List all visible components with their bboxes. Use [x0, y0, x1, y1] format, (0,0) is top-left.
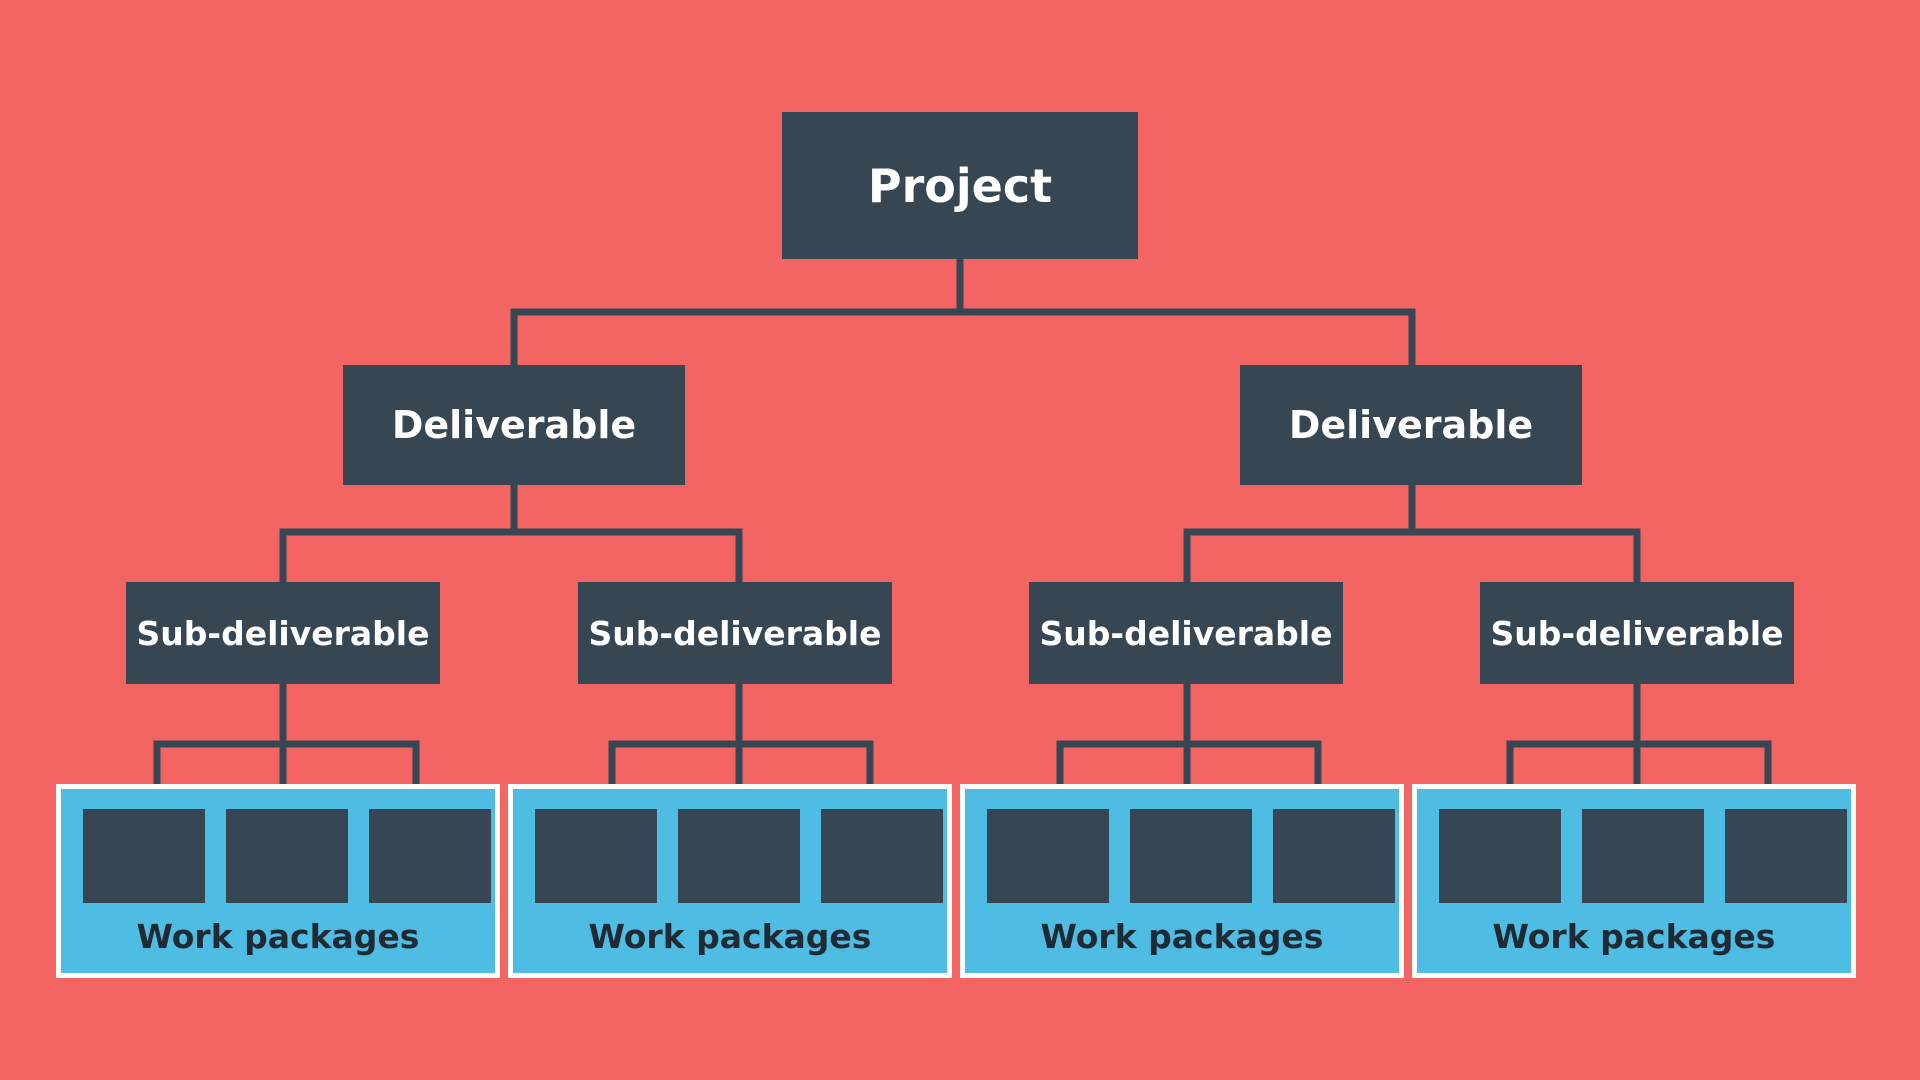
- work-package-box: [1725, 809, 1847, 903]
- work-package-box: [1582, 809, 1704, 903]
- project-label: Project: [867, 158, 1053, 213]
- sub-deliverable-label: Sub-deliverable: [588, 613, 882, 653]
- sub-deliverable-node-4: Sub-deliverable: [1480, 582, 1794, 684]
- work-package-box: [226, 809, 348, 903]
- deliverable-label: Deliverable: [1288, 403, 1534, 447]
- work-package-box: [1439, 809, 1561, 903]
- work-package-group-3: Work packages: [960, 784, 1404, 978]
- work-package-group-2: Work packages: [508, 784, 952, 978]
- sub-deliverable-label: Sub-deliverable: [1490, 613, 1784, 653]
- deliverable-label: Deliverable: [391, 403, 637, 447]
- sub-deliverable-label: Sub-deliverable: [1039, 613, 1333, 653]
- sub-deliverable-label: Sub-deliverable: [136, 613, 430, 653]
- work-packages-label: Work packages: [1040, 917, 1324, 956]
- work-package-box: [987, 809, 1109, 903]
- sub-deliverable-node-2: Sub-deliverable: [578, 582, 892, 684]
- work-package-group-4: Work packages: [1412, 784, 1856, 978]
- work-package-box: [678, 809, 800, 903]
- work-packages-label: Work packages: [588, 917, 872, 956]
- work-package-box: [1273, 809, 1395, 903]
- deliverable-node-2: Deliverable: [1240, 365, 1582, 485]
- work-package-group-1: Work packages: [56, 784, 500, 978]
- project-node: Project: [782, 112, 1138, 259]
- work-package-box: [369, 809, 491, 903]
- deliverable-node-1: Deliverable: [343, 365, 685, 485]
- work-packages-label: Work packages: [1492, 917, 1776, 956]
- work-package-box: [821, 809, 943, 903]
- sub-deliverable-node-1: Sub-deliverable: [126, 582, 440, 684]
- sub-deliverable-node-3: Sub-deliverable: [1029, 582, 1343, 684]
- work-package-box: [1130, 809, 1252, 903]
- work-package-box: [535, 809, 657, 903]
- work-packages-label: Work packages: [136, 917, 420, 956]
- work-package-box: [83, 809, 205, 903]
